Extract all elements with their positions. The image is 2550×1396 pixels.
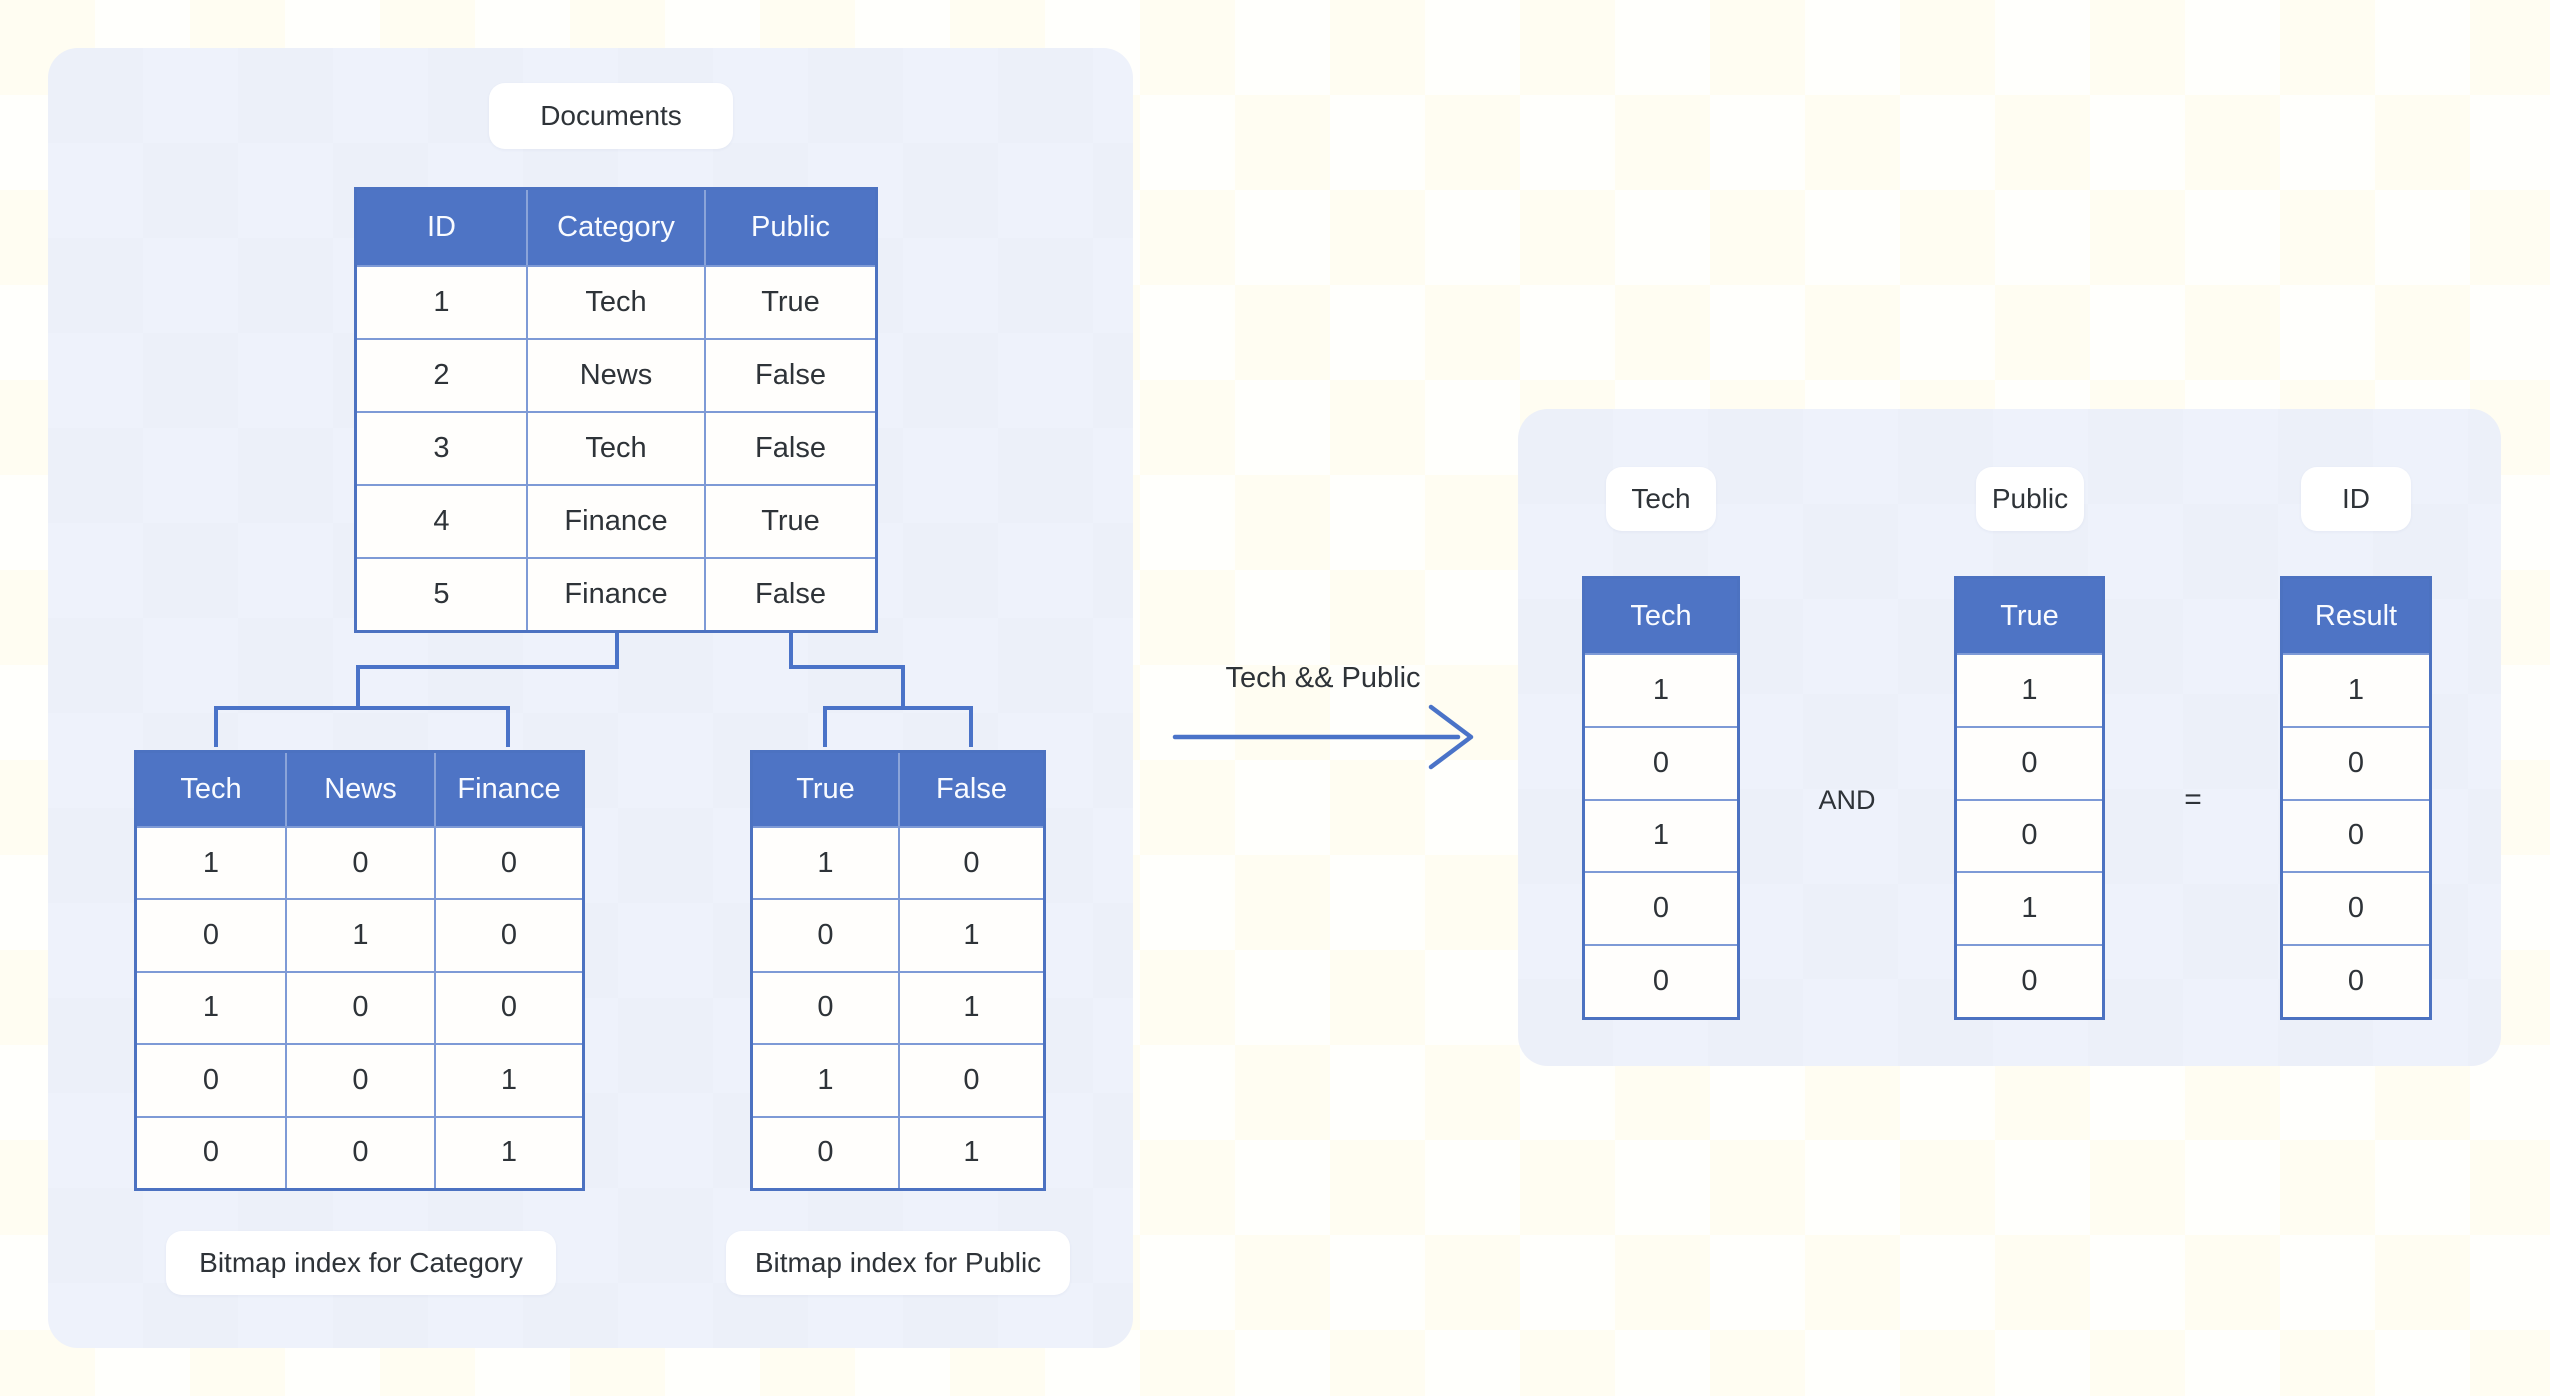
table-cell: 1 [434,1043,582,1116]
table-cell: False [704,557,875,630]
table-cell: 0 [2283,798,2429,872]
documents-title-label: Documents [489,83,733,149]
table-cell: 0 [1585,944,1737,1017]
table-cell: Finance [526,557,704,630]
public-true-bit-column: True 1 0 0 1 0 [1954,576,2105,1020]
table-cell: 0 [434,898,582,971]
table-cell: 0 [753,1115,898,1188]
table-cell: News [526,338,704,411]
table-cell: 0 [137,898,285,971]
table-cell: 0 [2283,944,2429,1017]
category-index-header-tech: Tech [137,753,285,826]
table-cell: Tech [526,411,704,484]
category-bitmap-index-table: Tech News Finance 1 0 0 0 1 0 1 0 0 0 0 … [134,750,585,1191]
table-cell: 1 [137,970,285,1044]
table-cell: 3 [357,411,526,484]
table-cell: 1 [1585,798,1737,872]
result-column-header: Result [2283,579,2429,653]
documents-header-id: ID [357,190,526,265]
public-bitmap-index-table: True False 1 0 0 1 0 1 1 0 0 1 [750,750,1046,1191]
table-cell: 1 [1957,653,2102,726]
table-cell: True [704,484,875,557]
table-cell: 0 [285,1043,434,1116]
table-cell: 0 [285,970,434,1044]
table-cell: False [704,411,875,484]
table-cell: 0 [137,1043,285,1116]
category-index-header-news: News [285,753,434,826]
table-cell: 0 [1957,798,2102,872]
table-cell: 0 [1957,725,2102,799]
table-cell: 1 [434,1115,582,1188]
table-cell: 0 [753,898,898,971]
table-cell: 4 [357,484,526,557]
table-cell: Tech [526,265,704,338]
tech-column-header: Tech [1585,579,1737,653]
documents-header-public: Public [704,190,875,265]
table-cell: 1 [1585,653,1737,726]
table-cell: 1 [898,970,1043,1044]
tech-bit-column: Tech 1 0 1 0 0 [1582,576,1740,1020]
table-cell: 0 [753,970,898,1044]
table-cell: 0 [898,826,1043,899]
table-cell: 1 [753,1043,898,1116]
result-bit-column: Result 1 0 0 0 0 [2280,576,2432,1020]
table-cell: 0 [2283,725,2429,799]
table-cell: 2 [357,338,526,411]
table-cell: 0 [285,826,434,899]
documents-table: ID Category Public 1 Tech True 2 News Fa… [354,187,878,633]
table-cell: 1 [2283,653,2429,726]
table-cell: 1 [753,826,898,899]
id-result-label: ID [2301,467,2411,531]
public-index-header-false: False [898,753,1043,826]
table-cell: 0 [898,1043,1043,1116]
table-cell: 0 [434,970,582,1044]
table-cell: 0 [434,826,582,899]
category-index-header-finance: Finance [434,753,582,826]
table-cell: 1 [898,898,1043,971]
public-operand-label: Public [1976,467,2084,531]
table-cell: 1 [285,898,434,971]
table-cell: 0 [1585,725,1737,799]
operation-expression-label: Tech && Public [1225,662,1421,694]
category-index-caption: Bitmap index for Category [166,1231,556,1295]
table-cell: True [704,265,875,338]
table-cell: False [704,338,875,411]
and-operator: AND [1818,784,1876,815]
table-cell: 0 [285,1115,434,1188]
tech-operand-label: Tech [1606,467,1716,531]
documents-header-category: Category [526,190,704,265]
table-cell: 0 [2283,871,2429,945]
right-arrow-icon [1172,704,1474,770]
true-column-header: True [1957,579,2102,653]
public-index-header-true: True [753,753,898,826]
table-cell: 0 [137,1115,285,1188]
table-cell: 0 [1957,944,2102,1017]
equals-operator: = [2184,783,2202,816]
table-cell: 1 [1957,871,2102,945]
table-cell: 0 [1585,871,1737,945]
table-cell: 5 [357,557,526,630]
public-index-caption: Bitmap index for Public [726,1231,1070,1295]
table-cell: 1 [898,1115,1043,1188]
table-cell: 1 [357,265,526,338]
table-cell: 1 [137,826,285,899]
table-cell: Finance [526,484,704,557]
